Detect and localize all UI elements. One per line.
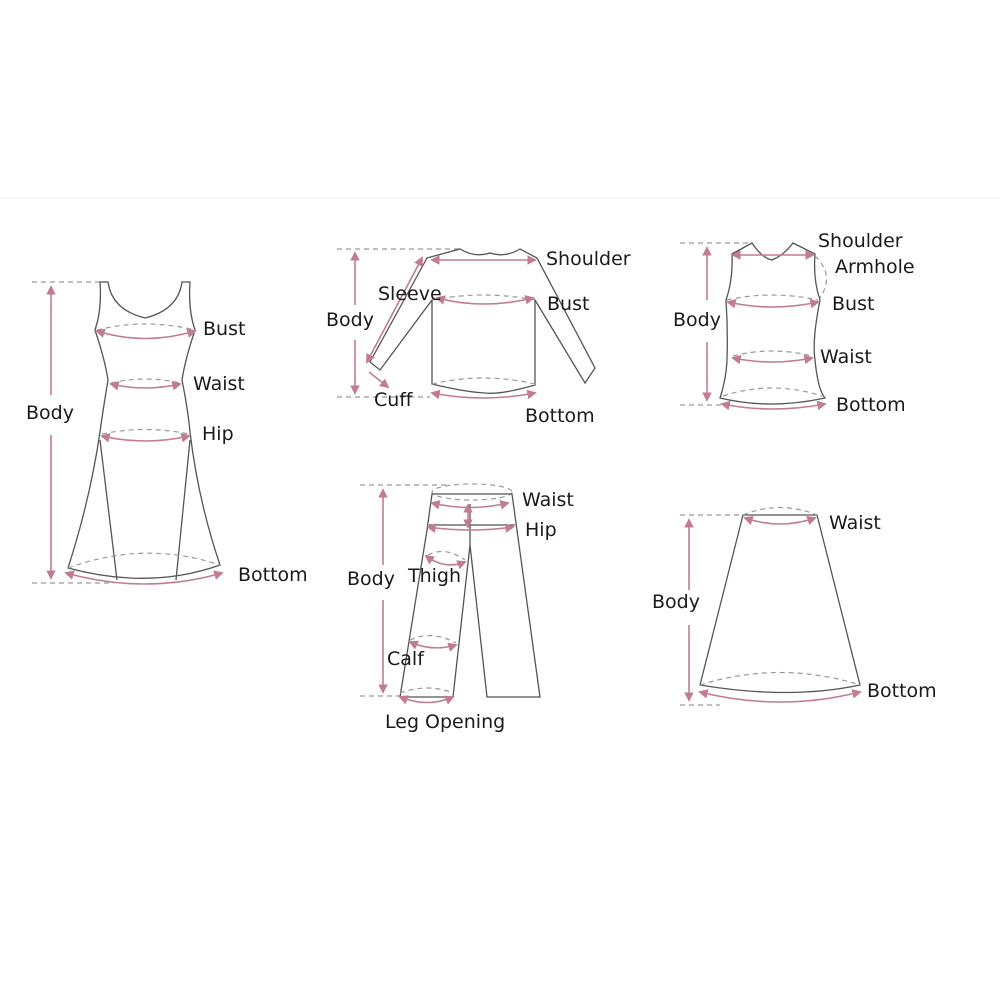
- pants-waist-label: Waist: [522, 489, 574, 511]
- pants-body-label: Body: [347, 568, 395, 590]
- pants-calf-label: Calf: [387, 648, 424, 670]
- sweater-shoulder-label: Shoulder: [546, 248, 631, 270]
- dress-hip-label: Hip: [202, 423, 234, 445]
- pants-hip-label: Hip: [525, 519, 557, 541]
- dress-bottom-label: Bottom: [238, 564, 308, 586]
- skirt-waist-label: Waist: [829, 512, 881, 534]
- sweater-body-label: Body: [326, 309, 374, 331]
- vest-waist-label: Waist: [820, 346, 872, 368]
- skirt-diagram: [680, 506, 862, 706]
- vest-body-label: Body: [673, 309, 721, 331]
- pants-diagram: [360, 483, 541, 705]
- pants-leg-opening-label: Leg Opening: [385, 711, 506, 733]
- divider-line: [0, 197, 1000, 199]
- sweater-bottom-label: Bottom: [525, 405, 595, 427]
- sweater-sleeve-label: Sleeve: [378, 283, 442, 305]
- vest-bust-label: Bust: [832, 293, 875, 315]
- dress-body-label: Body: [26, 402, 74, 424]
- dress-waist-label: Waist: [193, 373, 245, 395]
- sweater-cuff-label: Cuff: [374, 389, 413, 411]
- dress-bust-label: Bust: [203, 318, 246, 340]
- pants-thigh-label: Thigh: [408, 565, 462, 587]
- skirt-body-label: Body: [652, 591, 700, 613]
- vest-bottom-label: Bottom: [836, 394, 906, 416]
- skirt-bottom-label: Bottom: [867, 680, 937, 702]
- vest-shoulder-label: Shoulder: [818, 230, 903, 252]
- dress-diagram: [32, 281, 224, 585]
- sweater-diagram: [337, 248, 596, 400]
- sweater-bust-label: Bust: [547, 293, 590, 315]
- vest-armhole-label: Armhole: [835, 256, 915, 278]
- vest-diagram: [680, 242, 827, 411]
